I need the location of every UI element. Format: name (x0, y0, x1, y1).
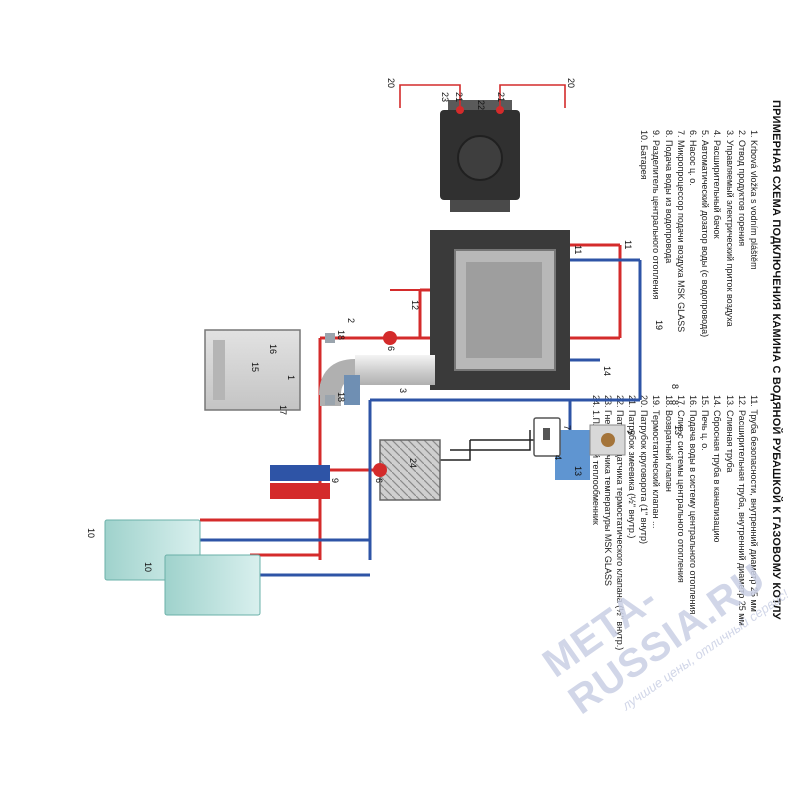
label-13a: 13 (573, 466, 583, 476)
fireplace-side-collar (457, 135, 503, 181)
part-labels: 1 2 3 4 5 6 6 7 8 8 9 10 10 11 11 12 13 … (86, 78, 683, 572)
plate-heat-exchanger (379, 439, 441, 501)
air-intake-damper (344, 375, 360, 405)
label-21a: 21 (496, 92, 506, 102)
radiator-10b (164, 554, 261, 616)
label-8b: 8 (670, 400, 680, 405)
connection-lead-20-top (499, 84, 566, 110)
chimney-elbow (319, 359, 356, 406)
check-valve-18b (325, 395, 335, 405)
label-22: 22 (476, 100, 486, 110)
label-8a: 8 (670, 384, 680, 389)
expansion-tank (555, 430, 590, 480)
label-21b: 21 (454, 92, 464, 102)
manifold-supply-bar (270, 483, 330, 499)
label-10a: 10 (86, 528, 96, 538)
label-11b: 11 (573, 245, 583, 254)
check-valve-18a (325, 333, 335, 343)
label-19: 19 (654, 320, 664, 330)
label-15: 15 (250, 362, 260, 372)
label-16: 16 (268, 344, 278, 354)
gas-boiler (204, 329, 301, 411)
label-23: 23 (440, 92, 450, 102)
label-5: 5 (626, 430, 636, 435)
label-10b: 10 (143, 562, 153, 572)
label-17: 17 (278, 405, 288, 415)
label-6a: 6 (386, 346, 396, 351)
expansion-unit (555, 424, 626, 480)
pump-6a (383, 331, 397, 345)
fireplace-side-view (399, 84, 566, 212)
pump-icon (383, 331, 397, 345)
label-4: 4 (553, 455, 563, 460)
label-18b: 18 (336, 392, 346, 402)
label-7: 7 (562, 425, 572, 430)
connection-lead-20-bottom (399, 84, 461, 110)
pump-icon (373, 463, 387, 477)
label-12: 12 (410, 300, 420, 310)
fireplace-side-door (450, 200, 510, 212)
controller-display (543, 428, 550, 440)
chimney-flue (355, 355, 435, 385)
pump-6b (373, 463, 387, 477)
boiler-control-panel (213, 340, 225, 400)
wire-controller-sensor (450, 430, 531, 451)
wire-controller-pump (440, 440, 471, 461)
label-20a: 20 (566, 78, 576, 88)
fireplace-side-frame (448, 100, 512, 110)
label-1: 1 (286, 375, 296, 380)
fireplace-firebox (466, 262, 542, 358)
label-11a: 11 (623, 240, 633, 249)
label-6b: 6 (374, 478, 384, 483)
fireplace-front (319, 230, 570, 406)
doser-valve-icon (601, 433, 615, 447)
label-18a: 18 (336, 330, 346, 340)
label-2: 2 (346, 318, 356, 323)
label-24: 24 (408, 458, 418, 468)
boiler-body (204, 329, 301, 411)
control-wires (440, 420, 541, 461)
label-13b: 13 (673, 425, 683, 435)
label-3: 3 (398, 388, 408, 393)
manifold-return-bar (270, 465, 330, 481)
label-9: 9 (330, 478, 340, 483)
label-14: 14 (602, 366, 612, 376)
label-20b: 20 (386, 78, 396, 88)
manifold-9 (270, 465, 330, 499)
controller-7 (533, 417, 561, 457)
